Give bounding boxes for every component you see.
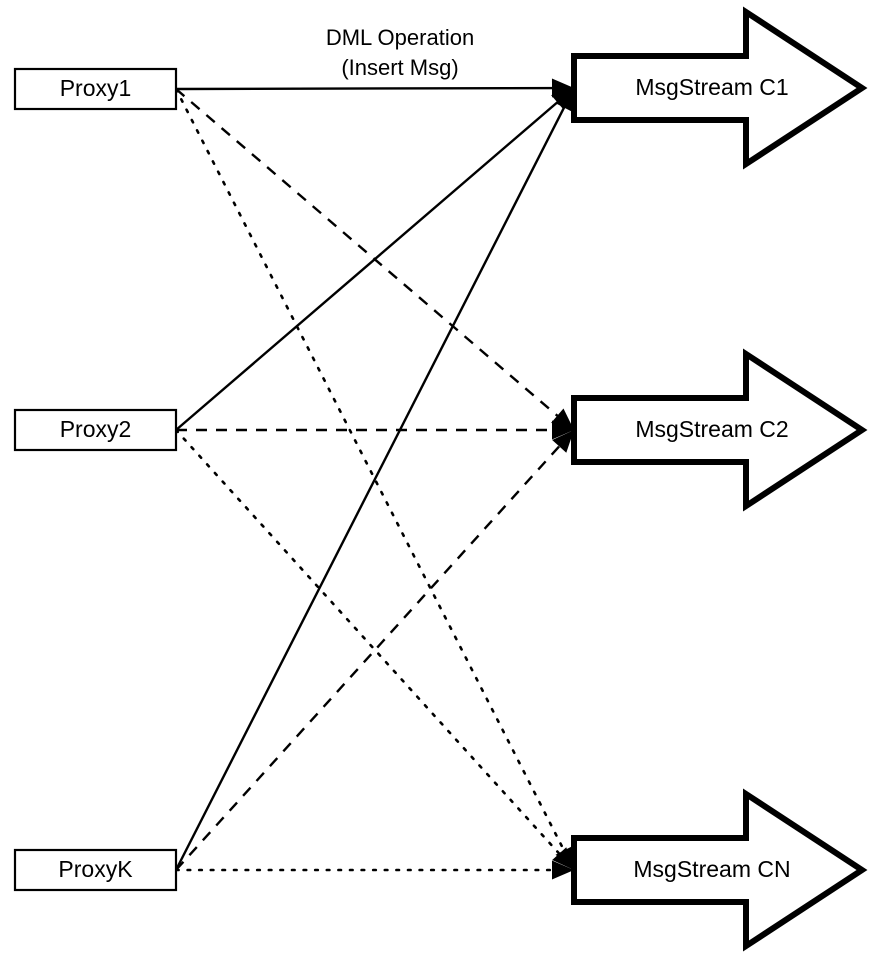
msgstream-arrow-shape-stream_c1 (571, 6, 868, 170)
connection-proxyK-to-c1 (174, 98, 570, 871)
connection-proxy1-to-c2 (175, 88, 566, 424)
msgstream-label-stream_cn: MsgStream CN (633, 856, 790, 882)
msgstream-node-stream_c1[interactable]: MsgStream C1 (571, 6, 868, 170)
connection-proxy2-to-cn (174, 428, 568, 863)
arrowhead-proxy2-to-c2 (552, 420, 574, 440)
msgstream-node-stream_c2[interactable]: MsgStream C2 (571, 348, 868, 512)
dml-operation-caption-line1: DML Operation (326, 25, 474, 50)
connection-proxyK-to-c2 (175, 438, 567, 871)
arrowhead-proxy2-to-cn (552, 847, 574, 870)
proxy-label-proxyK: ProxyK (58, 856, 133, 882)
connection-proxy1-to-cn (174, 87, 570, 861)
msgstream-nodes-layer: MsgStream C1 MsgStream C2 MsgStream CN (571, 6, 868, 952)
arrowhead-proxyK-to-c2 (552, 430, 574, 453)
proxy-label-proxy1: Proxy1 (60, 75, 132, 101)
msgstream-arrow-shape-stream_c2 (571, 348, 868, 512)
dml-operation-caption-line2: (Insert Msg) (341, 55, 458, 80)
proxy-node-proxy2[interactable]: Proxy2 (13, 408, 178, 452)
proxy-node-proxyK[interactable]: ProxyK (13, 848, 178, 892)
proxy-box-rect-proxy2 (13, 408, 178, 452)
msgstream-label-stream_c2: MsgStream C2 (635, 416, 788, 442)
connection-proxy2-to-c1 (175, 94, 566, 431)
arrowhead-proxy1-to-c1 (551, 78, 574, 98)
arrowhead-proxyK-to-cn (552, 860, 574, 880)
msgstream-label-stream_c1: MsgStream C1 (635, 74, 788, 100)
arrowhead-proxyK-to-c1 (555, 88, 574, 112)
proxy-box-rect-proxyK (13, 848, 178, 892)
proxy-label-proxy2: Proxy2 (60, 416, 132, 442)
msgstream-arrow-shape-stream_cn (571, 788, 868, 952)
connection-proxy1-to-c1 (175, 86, 562, 91)
arrowheads-layer (551, 78, 574, 880)
connections-layer (174, 86, 570, 872)
proxy-box-rect-proxy1 (13, 67, 178, 111)
msgstream-node-stream_cn[interactable]: MsgStream CN (571, 788, 868, 952)
proxy-node-proxy1[interactable]: Proxy1 (13, 67, 178, 111)
